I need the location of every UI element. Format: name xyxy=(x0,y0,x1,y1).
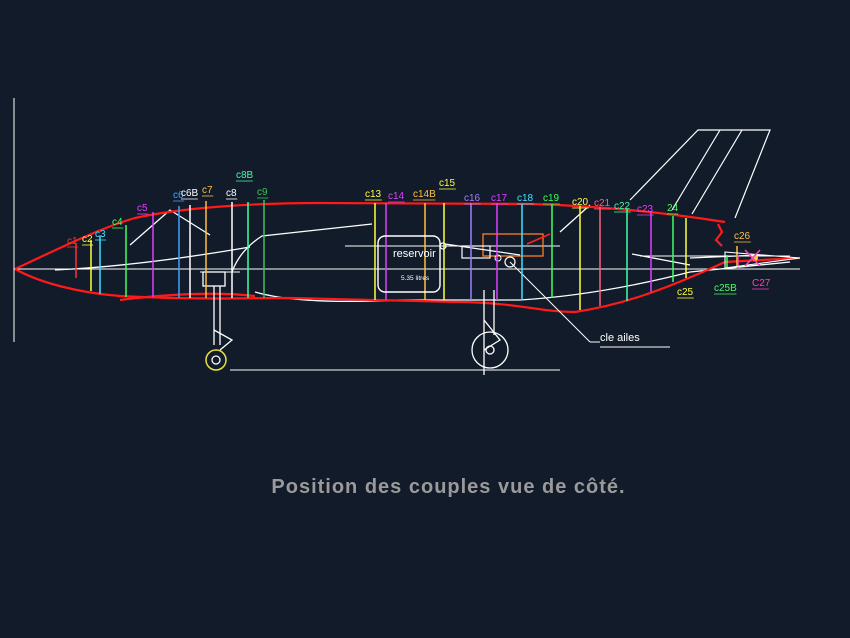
frame-label-c8: c8 xyxy=(226,188,237,199)
frame-label-c22: c22 xyxy=(614,201,631,212)
fuel-tank: reservoir 5.35 litres xyxy=(377,235,447,293)
frame-label-c6: c6 xyxy=(173,190,184,201)
frame-label-c14: c14 xyxy=(388,191,405,202)
frame-label-c3: c3 xyxy=(95,229,106,240)
frame-label-c25: c25 xyxy=(677,287,694,298)
frame-label-c7: c7 xyxy=(202,185,213,196)
frame-label-c6b: c6B xyxy=(181,188,199,199)
drawing-caption: Position des couples vue de côté. xyxy=(271,476,626,498)
frame-label-c17: c17 xyxy=(491,193,508,204)
frame-label-c14b: c14B xyxy=(413,189,436,200)
wing-key-callout: cle ailes xyxy=(600,332,670,348)
frame-label-c20: c20 xyxy=(572,197,589,208)
tail-cone xyxy=(724,249,801,269)
frame-lines xyxy=(75,200,739,310)
frame-label-c23: c23 xyxy=(637,204,654,215)
reservoir-capacity: 5.35 litres xyxy=(401,275,430,282)
frame-label-c15: c15 xyxy=(439,178,456,189)
frame-label-c9: c9 xyxy=(257,187,268,198)
reference-lines xyxy=(13,98,800,371)
vertical-tail-fin xyxy=(629,129,771,219)
frame-label-c18: c18 xyxy=(517,193,534,204)
main-landing-gear xyxy=(471,290,509,375)
nose-landing-gear xyxy=(202,271,234,371)
reservoir-label: reservoir xyxy=(393,248,436,260)
frame-label-c8b: c8B xyxy=(236,170,254,181)
frame-label-24: 24 xyxy=(667,203,679,214)
frame-label-c4: c4 xyxy=(112,217,123,228)
wing-key-mechanism xyxy=(444,233,600,343)
frame-label-c13: c13 xyxy=(365,189,382,200)
frame-label-c21: c21 xyxy=(594,198,611,209)
frame-label-c19: c19 xyxy=(543,193,560,204)
frame-label-c2: c2 xyxy=(82,234,93,245)
frame-label-c27: C27 xyxy=(752,278,771,289)
frame-label-c25b: c25B xyxy=(714,283,737,294)
frame-label-c5: c5 xyxy=(137,203,148,214)
frame-label-c1: c1 xyxy=(67,236,78,247)
frame-label-c16: c16 xyxy=(464,193,481,204)
frame-label-c26: c26 xyxy=(734,231,751,242)
wing-key-label: cle ailes xyxy=(600,332,640,344)
